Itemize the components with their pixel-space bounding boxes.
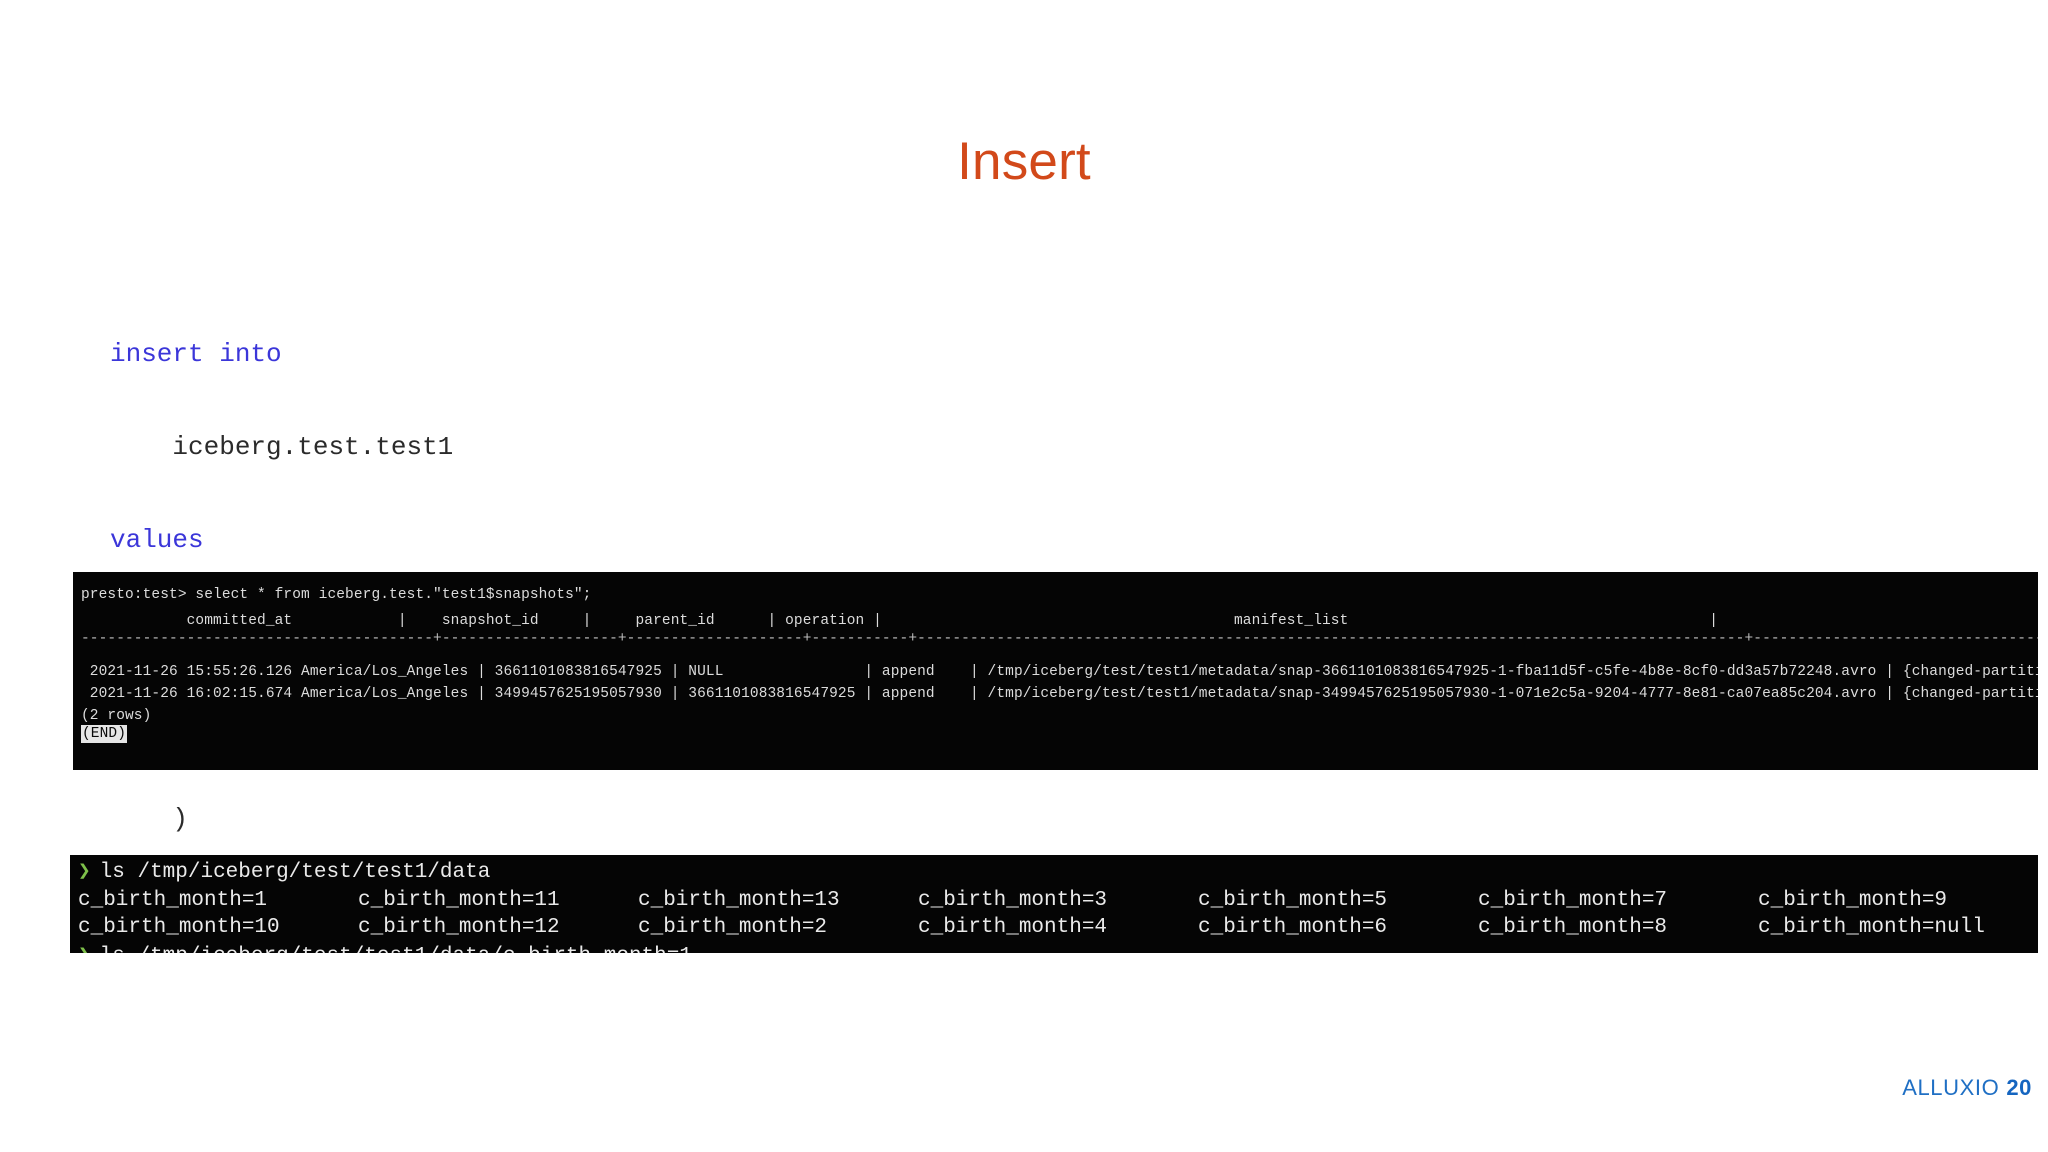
list-item: c_birth_month=6 bbox=[1198, 916, 1388, 939]
sql-keyword-values: values bbox=[110, 525, 204, 555]
list-item: c_birth_month=7 bbox=[1478, 889, 1668, 912]
ls-command-line: ❯ ls /tmp/iceberg/test/test1/data bbox=[78, 859, 2038, 887]
code-line-2: iceberg.test.test1 bbox=[110, 432, 453, 463]
presto-terminal-output: presto:test> select * from iceberg.test.… bbox=[73, 572, 2038, 770]
ls-next-command-line: ❯ ls /tmp/iceberg/test/test1/data/c_birth… bbox=[78, 943, 2038, 953]
ls-terminal-output: ❯ ls /tmp/iceberg/test/test1/data c_birth… bbox=[70, 855, 2038, 953]
list-item: c_birth_month=2 bbox=[638, 916, 828, 939]
page-title: Insert bbox=[957, 132, 1091, 191]
list-item: c_birth_month=1 bbox=[78, 889, 268, 912]
code-line-6: ) bbox=[110, 804, 453, 835]
list-item: c_birth_month=8 bbox=[1478, 916, 1668, 939]
list-item: c_birth_month=3 bbox=[918, 889, 1108, 912]
ls-entries-row-2: c_birth_month=10 c_birth_month=12 c_birt… bbox=[78, 914, 2038, 941]
list-item: c_birth_month=13 bbox=[638, 889, 840, 912]
list-item: c_birth_month=4 bbox=[918, 916, 1108, 939]
page-number: 20 bbox=[2006, 1075, 2032, 1100]
sql-table-identifier: iceberg.test.test1 bbox=[172, 432, 454, 462]
list-item: c_birth_month=10 bbox=[78, 916, 280, 939]
list-item: c_birth_month=null bbox=[1758, 916, 1985, 939]
presto-table-row: 2021-11-26 16:02:15.674 America/Los_Ange… bbox=[89, 686, 2038, 702]
sql-close-paren: ) bbox=[172, 804, 189, 834]
brand-label: ALLUXIO bbox=[1902, 1075, 2000, 1100]
presto-pager-end-marker: (END) bbox=[81, 725, 128, 743]
list-item: c_birth_month=11 bbox=[358, 889, 560, 912]
presto-table-rule: ----------------------------------------… bbox=[81, 631, 2038, 647]
list-item: c_birth_month=9 bbox=[1758, 889, 1948, 912]
prompt-chevron-icon: ❯ bbox=[78, 861, 91, 884]
sql-keyword-insert-into: insert into bbox=[110, 339, 282, 369]
presto-table-header: committed_at | snapshot_id | parent_id |… bbox=[81, 613, 1719, 629]
ls-next-command-text: ls /tmp/iceberg/test/test1/data/c_birth_… bbox=[100, 945, 692, 953]
prompt-chevron-icon: ❯ bbox=[78, 945, 91, 953]
list-item: c_birth_month=12 bbox=[358, 916, 560, 939]
list-item: c_birth_month=5 bbox=[1198, 889, 1388, 912]
presto-row-count-label: (2 rows) bbox=[81, 708, 152, 724]
code-line-1: insert into bbox=[110, 339, 453, 370]
presto-command-line: presto:test> select * from iceberg.test.… bbox=[81, 587, 592, 603]
ls-command-text: ls /tmp/iceberg/test/test1/data bbox=[99, 861, 491, 884]
presto-table-row: 2021-11-26 15:55:26.126 America/Los_Ange… bbox=[89, 664, 2038, 680]
code-line-3: values bbox=[110, 525, 453, 556]
ls-entries-row-1: c_birth_month=1 c_birth_month=11 c_birth… bbox=[78, 887, 2038, 914]
